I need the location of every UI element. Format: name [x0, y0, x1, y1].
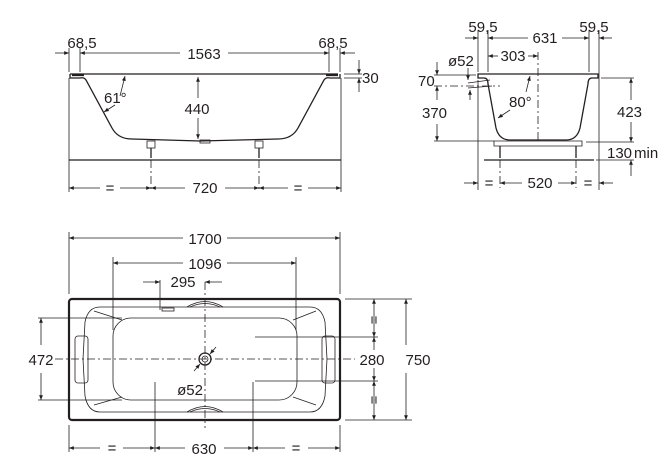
end-rim-left-label: 59,5 [468, 19, 497, 36]
side-equal-left-label: = [106, 180, 115, 197]
side-depth-label: 440 [184, 101, 209, 118]
end-equal-left-label: = [485, 175, 494, 192]
end-overflow-height-label: 370 [422, 105, 447, 122]
end-overflow-drop-label: 70 [418, 73, 435, 90]
end-leg-height-suffix: min [634, 145, 658, 162]
side-view: 68,5 1563 68,5 30 61° 440 = 720 = [55, 35, 379, 197]
end-wall-angle-label: 80° [509, 94, 532, 111]
plan-outer-rim [67, 297, 342, 422]
plan-inner-length-label: 1096 [188, 256, 221, 273]
end-equal-right-label: = [584, 175, 593, 192]
end-inner-width-label: 631 [532, 30, 557, 47]
plan-inner-basin [82, 306, 328, 413]
plan-equal-left-label: = [108, 440, 117, 457]
side-inner-length-label: 1563 [187, 46, 220, 63]
plan-length-label: 1700 [188, 231, 221, 248]
end-view: 59,5 631 59,5 303 ø52 70 370 80° 423 130… [418, 19, 658, 192]
plan-headrest-right [321, 335, 336, 384]
plan-center-width-label: 280 [359, 352, 384, 369]
plan-headrest-left [74, 335, 89, 384]
plan-equal-right-label: = [292, 440, 301, 457]
plan-leg-spacing-label: 630 [191, 441, 216, 458]
plan-overflow-offset-label: 295 [170, 274, 195, 291]
plan-inner-width-label: 472 [28, 352, 53, 369]
plan-view: 1700 1096 295 472 ø52 = 280 = 750 [28, 231, 430, 458]
end-leg-height-label: 130 [607, 145, 632, 162]
side-leg-spacing-label: 720 [192, 180, 217, 197]
side-rim-left-label: 68,5 [67, 35, 96, 52]
plan-overflow [161, 307, 175, 312]
plan-width-label: 750 [405, 352, 430, 369]
side-equal-right-label: = [294, 180, 303, 197]
end-rim-right-label: 59,5 [579, 19, 608, 36]
side-legs [146, 139, 264, 192]
end-depth-label: 423 [617, 104, 642, 121]
side-rim-right-label: 68,5 [318, 35, 347, 52]
plan-equal-bottom-label: = [365, 396, 382, 405]
end-overflow-offset-label: 303 [500, 48, 525, 65]
end-overflow-diameter-label: ø52 [448, 53, 474, 70]
plan-drain-diameter-label: ø52 [177, 382, 203, 399]
side-wall-angle-label: 61° [104, 90, 127, 107]
end-leg-spacing-label: 520 [527, 175, 552, 192]
plan-equal-top-label: = [365, 316, 382, 325]
side-rim-thickness-label: 30 [362, 70, 379, 87]
